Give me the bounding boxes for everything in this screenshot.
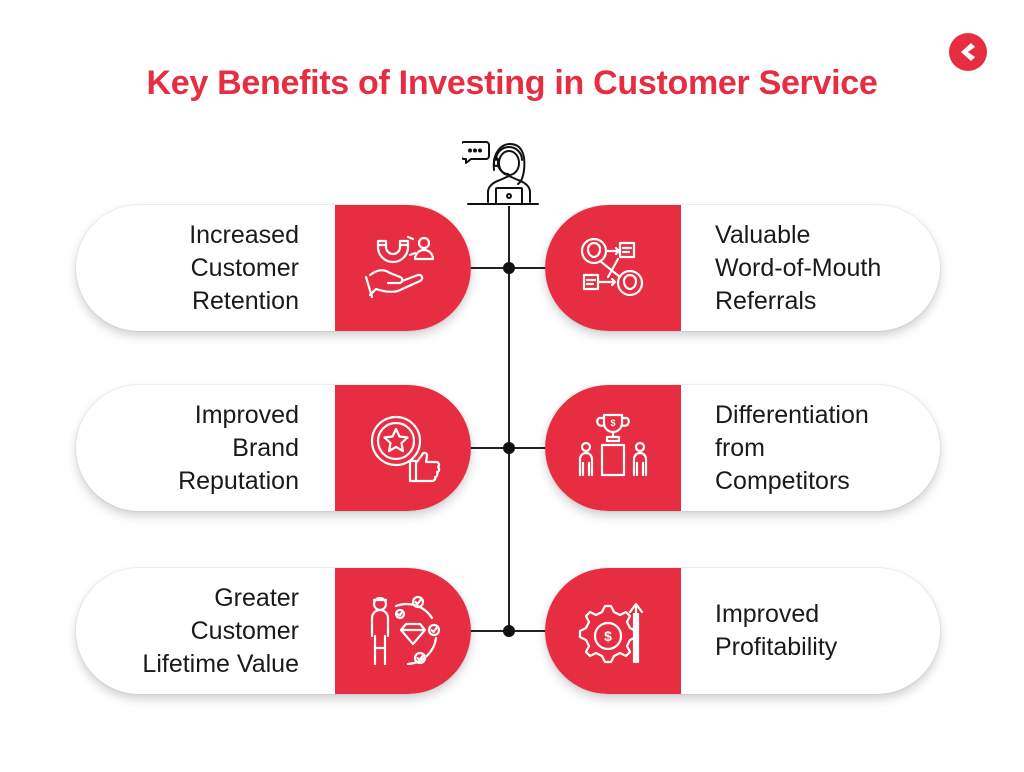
star-badge-thumbs-up-icon <box>370 415 441 483</box>
benefit-label-line: Word-of-Mouth <box>715 253 882 282</box>
benefit-label: Greater Customer Lifetime Value <box>142 568 299 694</box>
benefit-card-lifetime-value: Greater Customer Lifetime Value <box>76 568 471 694</box>
benefit-label-line: Customer <box>190 616 299 645</box>
benefit-label-line: Improved <box>715 600 820 628</box>
benefit-label-line: Competitors <box>715 466 850 495</box>
svg-text:$: $ <box>610 418 615 428</box>
benefit-label-line: Greater <box>214 583 299 612</box>
benefit-label-line: Brand <box>232 433 299 462</box>
connector-right-3 <box>510 630 546 632</box>
benefit-label-line: Profitability <box>715 633 838 661</box>
benefit-card-brand-reputation: Improved Brand Reputation <box>76 385 471 511</box>
benefit-label: Improved Brand Reputation <box>178 385 299 511</box>
page-title: Key Benefits of Investing in Customer Se… <box>146 64 878 102</box>
magnet-attract-customer-icon <box>364 235 435 299</box>
benefit-label-line: Customer <box>190 253 299 282</box>
benefit-icon-panel <box>335 205 471 331</box>
benefit-label-line: Retention <box>191 286 299 315</box>
benefit-icon-panel <box>335 385 471 511</box>
benefit-label: Differentiation from Competitors <box>715 385 869 511</box>
benefit-card-profitability: $ Improved Profitability <box>545 568 940 694</box>
timeline-node-3 <box>503 625 515 637</box>
benefit-card-customer-retention: Increased Customer Retention <box>76 205 471 331</box>
connector-right-2 <box>510 447 546 449</box>
benefit-label-line: Valuable <box>715 220 811 249</box>
connector-left-2 <box>470 447 510 449</box>
benefit-label-line: Increased <box>189 220 299 249</box>
timeline-node-1 <box>503 262 515 274</box>
benefit-label: Increased Customer Retention <box>189 205 299 331</box>
benefit-label-line: from <box>715 433 765 462</box>
customer-lifetime-diamond-icon <box>370 595 441 666</box>
benefit-card-word-of-mouth: Valuable Word-of-Mouth Referrals <box>545 205 940 331</box>
benefit-icon-panel: $ <box>545 385 681 511</box>
benefit-label: Valuable Word-of-Mouth Referrals <box>715 205 881 331</box>
connector-left-1 <box>470 267 510 269</box>
benefit-label-line: Lifetime Value <box>142 649 299 678</box>
brand-logo-icon <box>949 33 987 71</box>
benefit-icon-panel <box>335 568 471 694</box>
benefit-label-line: Improved <box>194 400 299 429</box>
referral-network-icon <box>580 237 644 297</box>
benefit-label: Improved Profitability <box>715 568 837 694</box>
benefit-card-differentiation: $ Differentiation from Competitors <box>545 385 940 511</box>
profit-gear-growth-icon: $ <box>578 602 644 664</box>
connector-left-3 <box>470 630 510 632</box>
benefit-icon-panel: $ <box>545 568 681 694</box>
connector-right-1 <box>510 267 546 269</box>
svg-text:$: $ <box>604 628 612 644</box>
benefit-label-line: Reputation <box>178 466 299 495</box>
timeline-node-2 <box>503 442 515 454</box>
customer-support-agent-icon <box>462 141 539 205</box>
trophy-podium-icon: $ <box>578 413 648 477</box>
benefit-icon-panel <box>545 205 681 331</box>
benefit-label-line: Differentiation <box>715 400 869 429</box>
benefit-label-line: Referrals <box>715 286 817 315</box>
timeline-spine <box>508 206 510 632</box>
